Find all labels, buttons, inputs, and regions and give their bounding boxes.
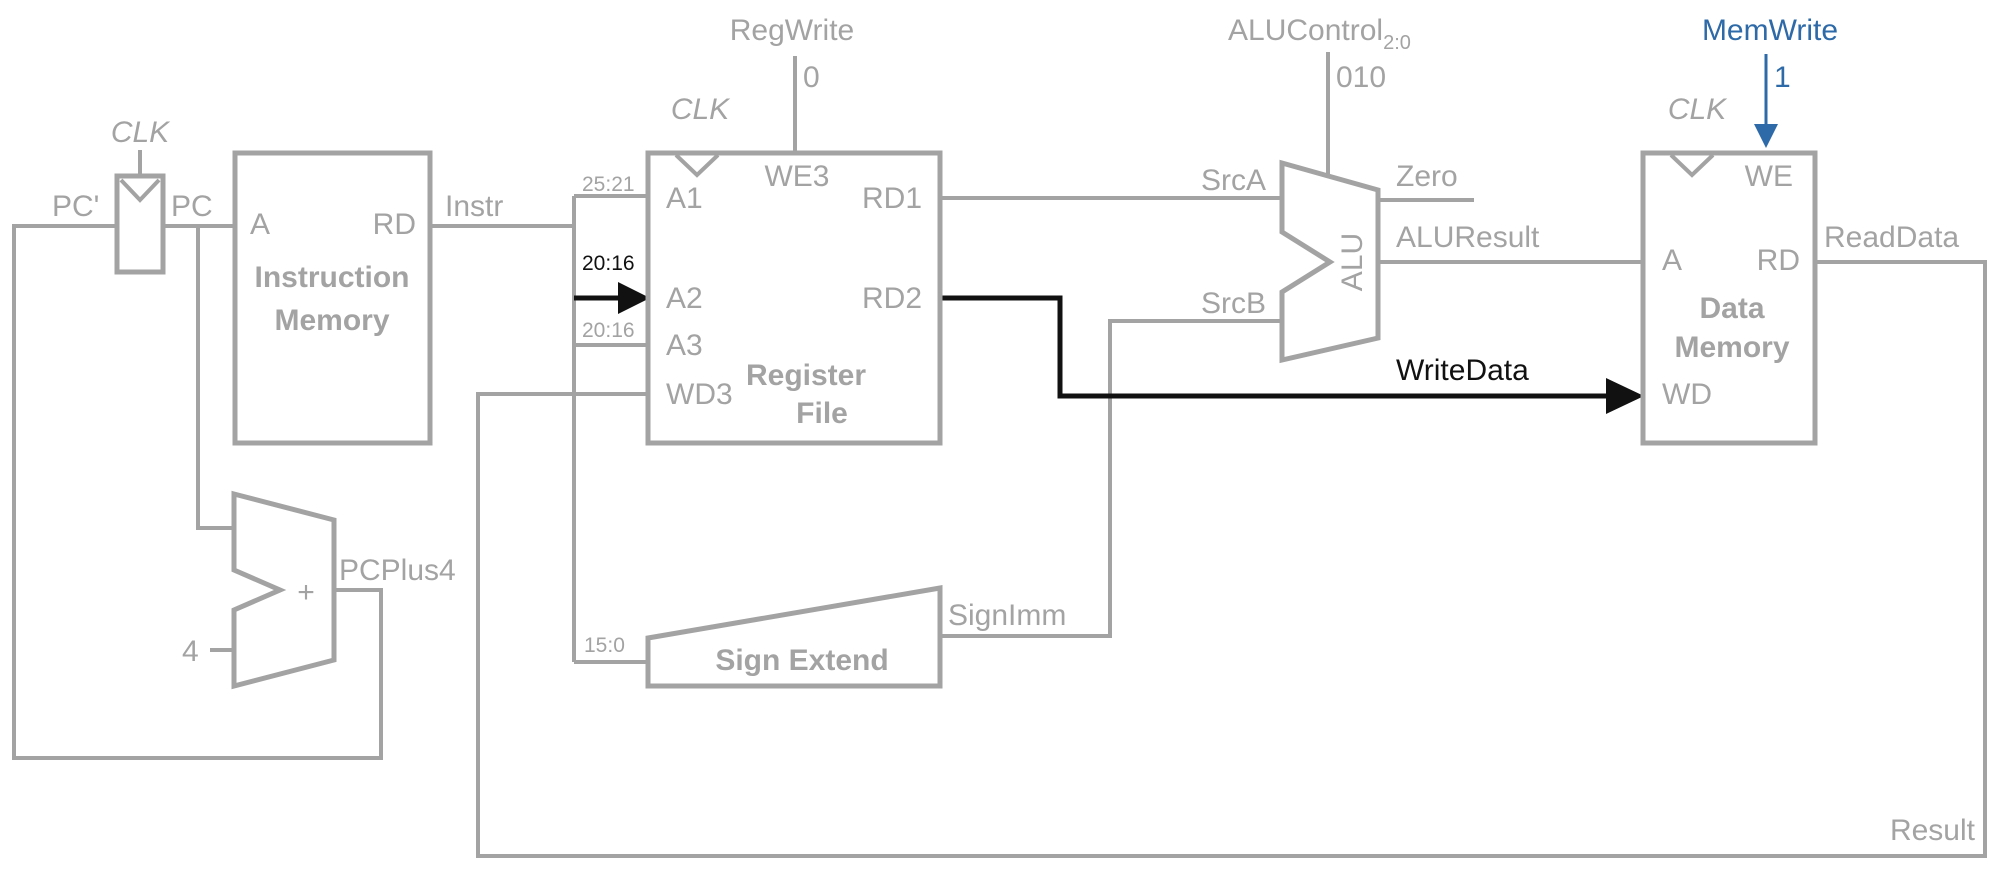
pc-register-box: [114, 173, 166, 275]
regfile-port-a2: A2: [666, 282, 703, 315]
memwrite-value: 1: [1774, 61, 1791, 94]
regfile-port-rd2: RD2: [862, 282, 922, 315]
data-memory: [1640, 150, 1818, 446]
clk-dmem-label: CLK: [1668, 93, 1728, 126]
pc-to-adder-wire: [196, 226, 234, 530]
alucontrol-label-sub: 2:0: [1383, 32, 1411, 54]
srcb-label: SrcB: [1201, 287, 1266, 320]
dmem-clk-triangle: [1669, 153, 1715, 178]
imem-box: [232, 150, 433, 446]
bits-25-21-label: 25:21: [582, 173, 635, 196]
pc-prime-wire: [12, 224, 383, 760]
a2-arrowhead: [618, 282, 650, 314]
clk-regfile-label: CLK: [671, 93, 731, 126]
dmem-port-rd: RD: [1757, 244, 1800, 277]
pc-adder: [231, 490, 337, 690]
dmem-box: [1640, 150, 1818, 446]
sign-extend: [645, 585, 943, 689]
writedata-wire: [940, 295, 1612, 399]
bits-20-16-a2-label: 20:16: [582, 252, 635, 275]
result-label: Result: [1890, 814, 1976, 847]
regfile-port-wd3: WD3: [666, 378, 733, 411]
alu: [1279, 159, 1381, 364]
imem-title-2: Memory: [274, 304, 389, 337]
alucontrol-value: 010: [1336, 61, 1386, 94]
adder-plus-label: +: [297, 576, 315, 609]
const4-label: 4: [182, 635, 199, 668]
result-wire: [476, 260, 1987, 858]
dmem-title-2: Memory: [1674, 331, 1789, 364]
srcb-wire: [940, 319, 1282, 638]
dmem-port-we: WE: [1745, 160, 1793, 193]
zero-label: Zero: [1396, 160, 1458, 193]
alucontrol-label: ALUControl2:0: [1228, 14, 1411, 54]
dmem-port-wd: WD: [1662, 378, 1712, 411]
regfile-port-rd1: RD1: [862, 182, 922, 215]
pc-clk-triangle: [119, 178, 161, 203]
regfile-title-2: File: [796, 397, 848, 430]
writedata-label: WriteData: [1396, 354, 1529, 387]
writedata-arrowhead: [1606, 378, 1644, 414]
alucontrol-label-main: ALUControl: [1228, 14, 1383, 47]
readdata-label: ReadData: [1824, 221, 1959, 254]
regwrite-value: 0: [803, 61, 820, 94]
regfile-port-we3: WE3: [764, 160, 829, 193]
memwrite-label: MemWrite: [1702, 14, 1838, 47]
instr-label: Instr: [445, 190, 503, 223]
memwrite-control: [1754, 54, 1778, 148]
alu-label: ALU: [1336, 233, 1369, 291]
pc-prime-label: PC': [52, 190, 99, 223]
srca-label: SrcA: [1201, 164, 1266, 197]
pcplus4-label: PCPlus4: [339, 554, 456, 587]
inactive-wires: [12, 52, 1987, 858]
signext-shape: [645, 585, 943, 689]
bits-20-16-a3-label: 20:16: [582, 319, 635, 342]
imem-title-1: Instruction: [255, 261, 410, 294]
signimm-label: SignImm: [948, 599, 1066, 632]
regwrite-label: RegWrite: [730, 14, 854, 47]
regfile-port-a3: A3: [666, 329, 703, 362]
instruction-memory: [232, 150, 433, 446]
pc-label: PC: [171, 190, 213, 223]
clk-pc-label: CLK: [111, 116, 171, 149]
bits-15-0-label: 15:0: [584, 634, 625, 657]
imem-port-rd: RD: [373, 208, 416, 241]
dmem-title-1: Data: [1699, 292, 1764, 325]
labels: RegWrite 0 ALUControl2:0 010 MemWrite 1 …: [52, 14, 1976, 847]
regfile-port-a1: A1: [666, 182, 703, 215]
memwrite-arrowhead: [1754, 124, 1778, 148]
pc-register: [114, 150, 166, 275]
signext-label: Sign Extend: [715, 644, 888, 677]
adder-shape: [231, 490, 337, 690]
aluresult-label: ALUResult: [1396, 221, 1540, 254]
regfile-box: [645, 150, 943, 446]
regfile-clk-triangle: [674, 153, 720, 178]
register-file: [645, 150, 943, 446]
active-wires: [574, 282, 1644, 414]
imem-port-a: A: [250, 208, 270, 241]
dmem-port-a: A: [1662, 244, 1682, 277]
regfile-title-1: Register: [746, 359, 866, 392]
alu-shape: [1279, 159, 1381, 364]
